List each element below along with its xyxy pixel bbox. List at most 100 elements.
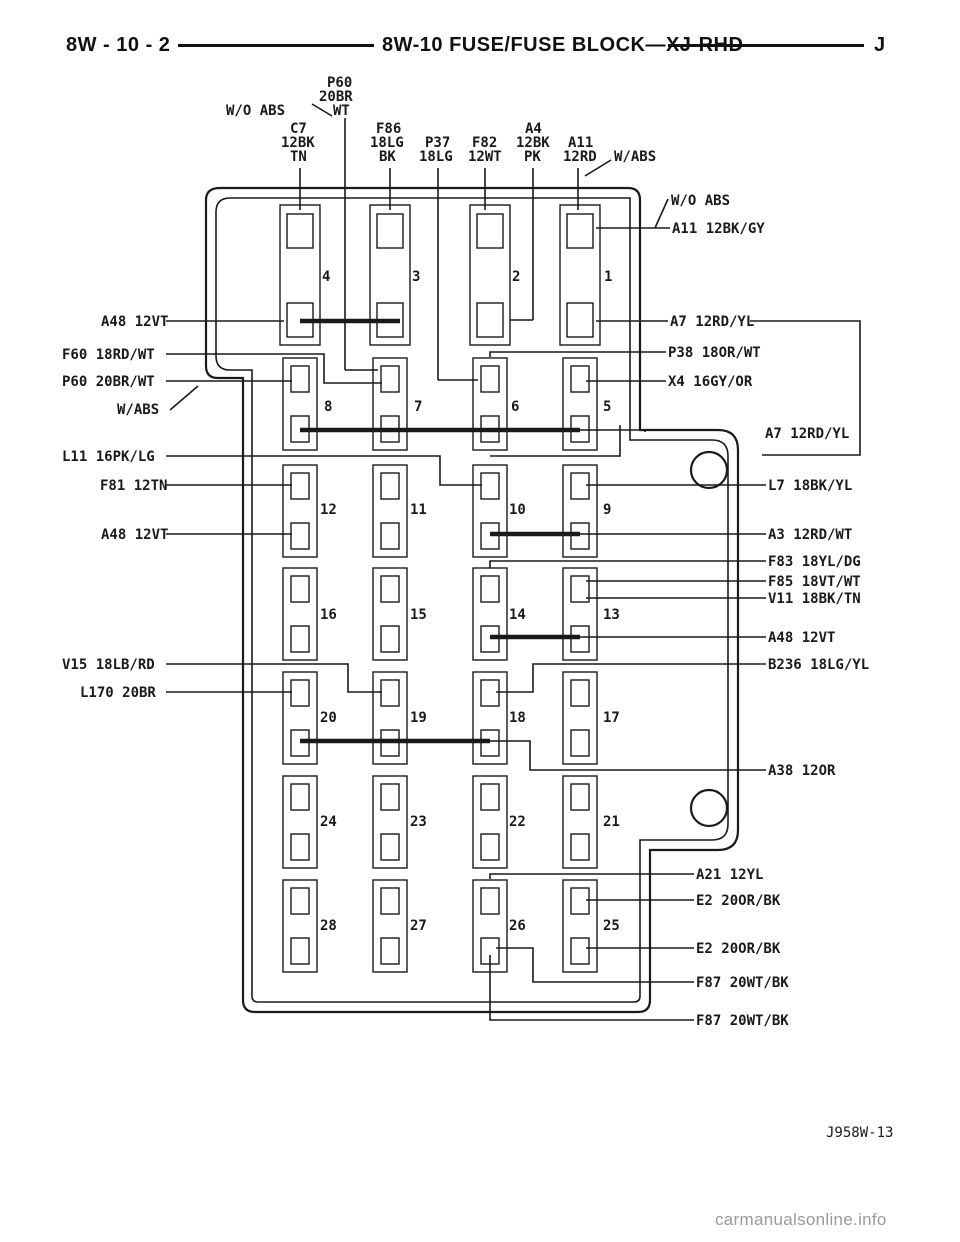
fuse-terminal (376, 213, 404, 249)
fuse-number-27: 27 (410, 918, 427, 934)
wire-label: A11 12BK/GY (672, 221, 765, 237)
wire-label: A48 12VT (768, 630, 835, 646)
wire-label: F82 (472, 135, 497, 151)
fuse-block-inner-wall (215, 197, 729, 1003)
wire-label: A7 12RD/YL (670, 314, 754, 330)
fuse-block-housing (204, 186, 740, 1014)
fuse-terminal (380, 365, 400, 393)
fuse-terminal (480, 575, 500, 603)
fuse-number-15: 15 (410, 607, 427, 623)
wire-label: A7 12RD/YL (765, 426, 849, 442)
wire-label: V15 18LB/RD (62, 657, 155, 673)
fuse-terminal (380, 887, 400, 915)
fuse-terminal (480, 472, 500, 500)
fuse-number-11: 11 (410, 502, 427, 518)
wire-label: 12RD (563, 149, 597, 165)
wire-label: WT (333, 103, 350, 119)
wire-label: B236 18LG/YL (768, 657, 869, 673)
fuse-number-14: 14 (509, 607, 526, 623)
fuse-terminal (566, 302, 594, 338)
fuse-number-16: 16 (320, 607, 337, 623)
mounting-hole (689, 450, 729, 490)
fuse-terminal (290, 833, 310, 861)
fuse-number-22: 22 (509, 814, 526, 830)
fuse-number-8: 8 (324, 399, 332, 415)
fuse-number-5: 5 (603, 399, 611, 415)
wire-label: F60 18RD/WT (62, 347, 155, 363)
fuse-number-3: 3 (412, 269, 420, 285)
wire-label: V11 18BK/TN (768, 591, 861, 607)
fuse-number-20: 20 (320, 710, 337, 726)
fuse-terminal (570, 833, 590, 861)
wire-label: W/O ABS (226, 103, 285, 119)
wire-label: A4 (525, 121, 542, 137)
fuse-terminal (480, 887, 500, 915)
wire-label: 12WT (468, 149, 502, 165)
fuse-number-18: 18 (509, 710, 526, 726)
figure-reference: J958W-13 (826, 1125, 894, 1141)
fuse-number-7: 7 (414, 399, 422, 415)
fuse-number-2: 2 (512, 269, 520, 285)
fuse-terminal (570, 937, 590, 965)
fuse-number-4: 4 (322, 269, 330, 285)
fuse-terminal (566, 213, 594, 249)
fuse-terminal (570, 887, 590, 915)
fuse-terminal (290, 522, 310, 550)
wire-label: 12BK (516, 135, 550, 151)
fuse-terminal (290, 887, 310, 915)
fuse-number-21: 21 (603, 814, 620, 830)
fuse-terminal (480, 833, 500, 861)
wire-label: X4 16GY/OR (668, 374, 753, 390)
fuse-terminal (380, 783, 400, 811)
fuse-terminal (380, 575, 400, 603)
top-wires (299, 103, 612, 381)
wire-label: A48 12VT (101, 314, 168, 330)
fuse-number-28: 28 (320, 918, 337, 934)
wire-label: A48 12VT (101, 527, 168, 543)
fuse-terminal (480, 679, 500, 707)
fuse-terminal (380, 625, 400, 653)
header-rule (668, 44, 864, 47)
wire-label: P38 18OR/WT (668, 345, 761, 361)
fuse-number-17: 17 (603, 710, 620, 726)
fuse-terminal (570, 472, 590, 500)
fuse-terminal (290, 679, 310, 707)
fuse-terminal (290, 783, 310, 811)
fuse-number-25: 25 (603, 918, 620, 934)
fuse-number-9: 9 (603, 502, 611, 518)
fuse-terminal (570, 783, 590, 811)
left-wires (166, 320, 482, 693)
fuse-terminal (286, 213, 314, 249)
wire-label: PK (524, 149, 541, 165)
fuse-terminal (480, 365, 500, 393)
fuse-terminal (290, 625, 310, 653)
fuse-terminal (476, 302, 504, 338)
page-title: 8W-10 FUSE/FUSE BLOCK—XJ-RHD (382, 34, 744, 56)
fuse-terminal (380, 472, 400, 500)
wire-label: F87 20WT/BK (696, 1013, 789, 1029)
fuse-terminal (570, 729, 590, 757)
wire-label: 18LG (370, 135, 404, 151)
fuse-number-23: 23 (410, 814, 427, 830)
fuse-number-13: 13 (603, 607, 620, 623)
fuse-number-19: 19 (410, 710, 427, 726)
wire-label: 18LG (419, 149, 453, 165)
fuse-terminal (480, 783, 500, 811)
mini-fuse-grid (282, 357, 598, 973)
wire-label: L170 20BR (80, 685, 156, 701)
page-header: 8W - 10 - 2 8W-10 FUSE/FUSE BLOCK—XJ-RHD… (0, 0, 960, 80)
wire-label: P60 (327, 75, 352, 91)
fuse-number-12: 12 (320, 502, 337, 518)
wire-label: F81 12TN (100, 478, 167, 494)
fuse-terminal (380, 833, 400, 861)
right-wires (489, 198, 861, 1021)
fuse-terminal (380, 522, 400, 550)
wire-label: F83 18YL/DG (768, 554, 861, 570)
wire-label: L11 16PK/LG (62, 449, 155, 465)
wire-label: A38 12OR (768, 763, 836, 779)
fuse-terminal (290, 365, 310, 393)
wire-label: BK (379, 149, 396, 165)
fuse-number-1: 1 (604, 269, 612, 285)
fuse-number-24: 24 (320, 814, 337, 830)
